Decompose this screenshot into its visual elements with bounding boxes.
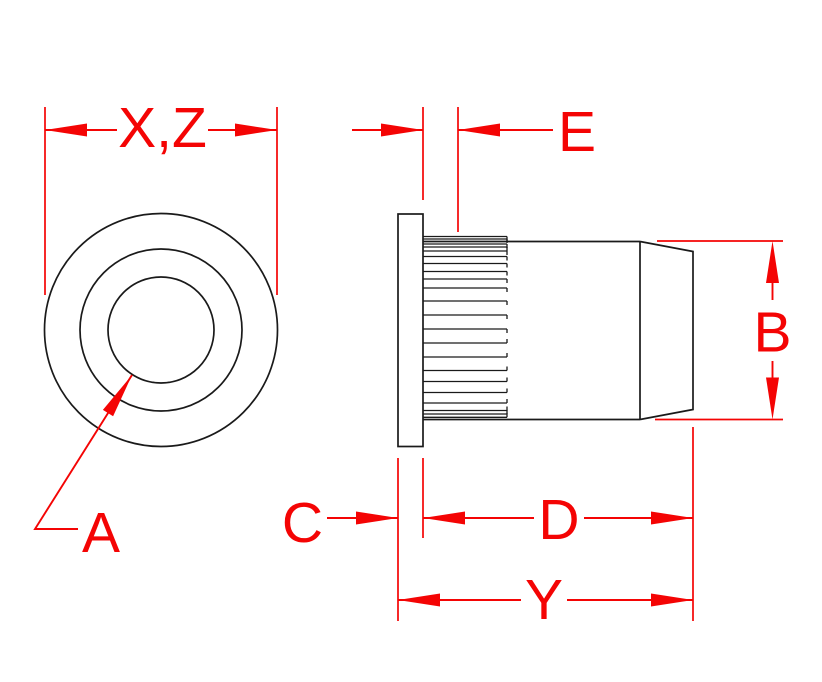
dim-y: Y bbox=[398, 568, 693, 632]
arrowhead-left-icon bbox=[458, 123, 500, 137]
flange-outer-circle bbox=[43, 212, 279, 448]
arrowhead-right-icon bbox=[356, 511, 398, 525]
arrowhead-right-icon bbox=[651, 593, 693, 607]
arrowhead-up-icon bbox=[766, 241, 779, 283]
arrowhead-down-icon bbox=[766, 377, 779, 420]
dim-xz: X,Z bbox=[44, 96, 278, 295]
front-view bbox=[43, 212, 279, 448]
label-xz: X,Z bbox=[118, 96, 207, 160]
dim-c: C bbox=[282, 491, 398, 555]
hole-circle bbox=[107, 276, 215, 384]
leader-arrowhead-icon bbox=[102, 375, 132, 417]
a-leader-line bbox=[33, 374, 133, 530]
arrowhead-right-icon bbox=[651, 511, 693, 525]
label-b: B bbox=[753, 301, 791, 365]
flange-profile bbox=[397, 213, 424, 448]
arrowhead-right-icon bbox=[381, 123, 423, 137]
bottom-extension-lines bbox=[397, 427, 694, 621]
dim-d: D bbox=[423, 488, 693, 552]
label-d: D bbox=[538, 488, 579, 552]
body-circle bbox=[79, 248, 243, 412]
label-c: C bbox=[282, 491, 323, 555]
dim-e: E bbox=[352, 100, 596, 232]
dim-b: B bbox=[655, 240, 792, 421]
callout-a: A bbox=[33, 374, 133, 565]
arrowhead-left-icon bbox=[45, 123, 87, 137]
arrowhead-left-icon bbox=[398, 593, 440, 607]
arrowhead-left-icon bbox=[423, 511, 465, 525]
knurl-section bbox=[423, 235, 508, 418]
label-y: Y bbox=[525, 568, 563, 632]
arrowhead-right-icon bbox=[235, 123, 277, 137]
side-view bbox=[397, 213, 694, 448]
label-a: A bbox=[82, 501, 120, 565]
tapered-nose-profile bbox=[639, 240, 694, 421]
label-e: E bbox=[558, 100, 596, 164]
